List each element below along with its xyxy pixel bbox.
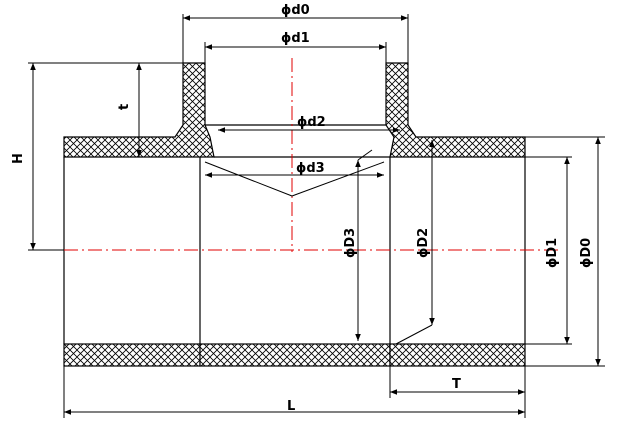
label-H: H	[11, 153, 26, 164]
dim-d2: ϕd2	[218, 115, 400, 133]
dim-D0: ϕD0	[525, 136, 605, 367]
label-d1: ϕd1	[281, 31, 310, 46]
dim-d0: ϕd0	[182, 3, 409, 63]
label-D0: ϕD0	[579, 238, 594, 268]
dim-T: T	[389, 366, 526, 418]
label-D3: ϕD3	[343, 228, 358, 258]
dim-H: H	[11, 62, 183, 251]
dim-D2: ϕD2	[395, 140, 435, 345]
label-d2: ϕd2	[297, 115, 326, 130]
bottom-wall-mid	[199, 343, 391, 367]
dim-D3: ϕD3	[343, 149, 373, 341]
dim-d3: ϕd3	[204, 161, 385, 197]
label-d0: ϕd0	[281, 3, 310, 18]
dim-D1: ϕD1	[525, 156, 572, 345]
top-wall-right	[385, 62, 526, 158]
dim-L: L	[63, 366, 525, 418]
label-L: L	[287, 399, 295, 414]
label-D2: ϕD2	[416, 228, 431, 258]
bottom-wall-right	[389, 343, 526, 367]
label-D1: ϕD1	[545, 238, 560, 268]
dim-d1: ϕd1	[204, 31, 387, 63]
pipe-walls	[63, 62, 526, 367]
bottom-wall-left	[63, 343, 201, 367]
label-T: T	[452, 377, 461, 392]
centerlines	[64, 58, 560, 252]
label-t: t	[117, 104, 132, 110]
label-d3: ϕd3	[296, 161, 325, 176]
body-outline	[63, 124, 526, 344]
